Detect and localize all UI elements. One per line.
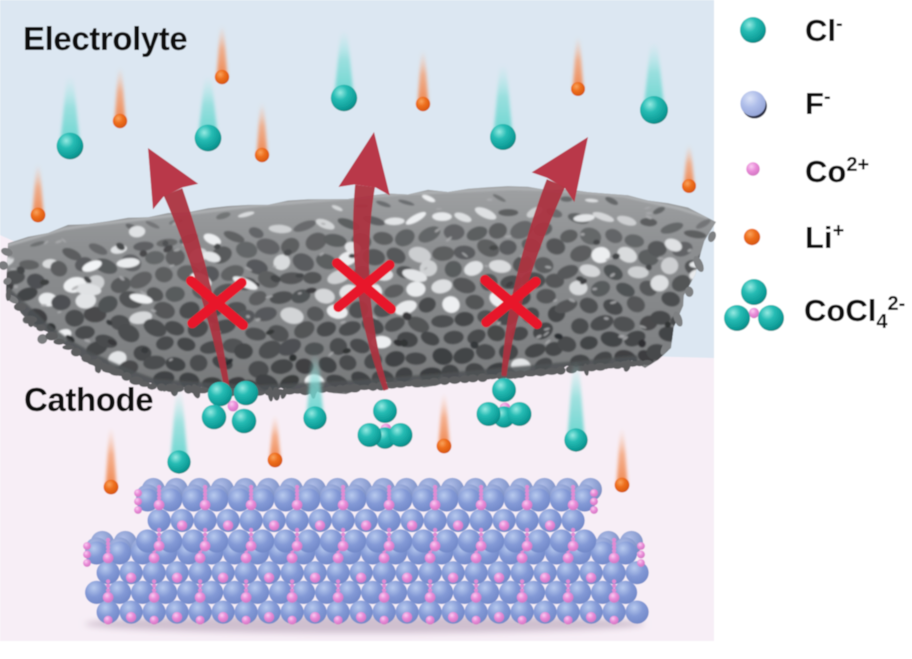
svg-text:Cathode: Cathode: [24, 381, 153, 418]
svg-text:Electrolyte: Electrolyte: [23, 20, 187, 57]
svg-text:Co2+: Co2+: [805, 154, 869, 189]
